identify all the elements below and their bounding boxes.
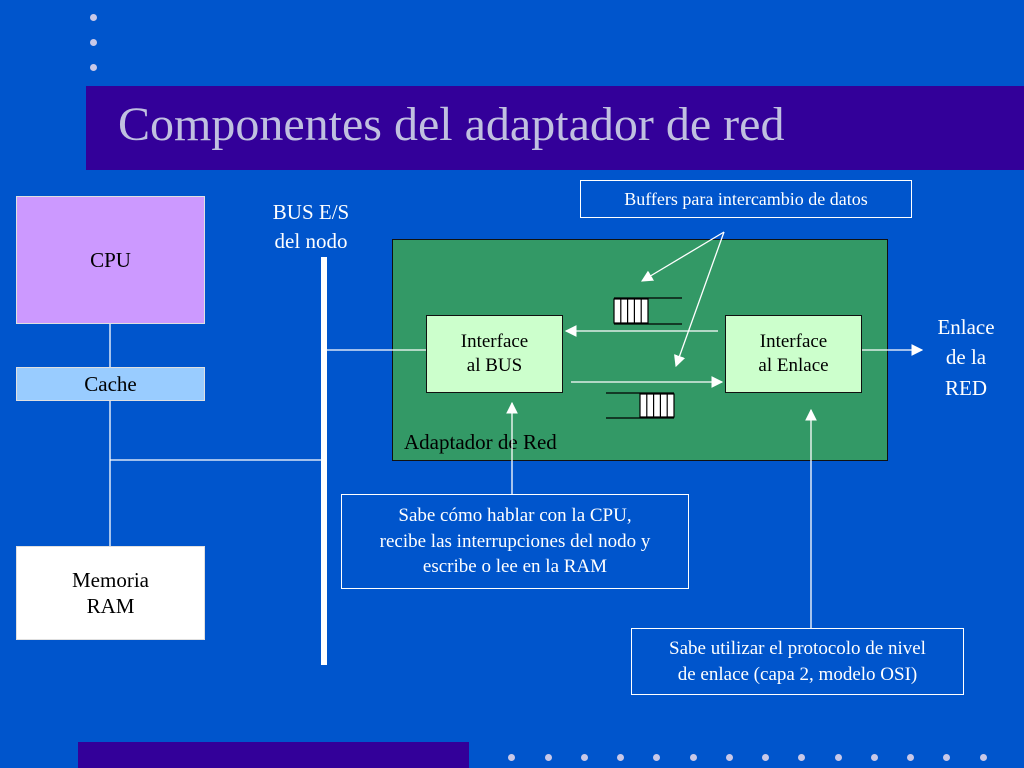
decor-dot [581,754,588,761]
decor-dot [617,754,624,761]
decor-dot [907,754,914,761]
bus-interface-box: Interface al BUS [426,315,563,393]
cache-box: Cache [16,367,205,401]
decor-dot [762,754,769,761]
memory-label-line1: Memoria [72,567,149,592]
protocol-note-line1: Sabe utilizar el protocolo de nivel [669,637,926,659]
bus-interface-line1: Interface [460,331,529,353]
cpu-box: CPU [16,196,205,324]
network-link-line2: de la [945,345,987,370]
decor-dot [980,754,987,761]
bus-interface-line2: al BUS [466,355,523,376]
bus-label-line2: del nodo [274,229,348,254]
decor-dot [943,754,950,761]
cpu-note-line3: escribe o lee en la RAM [422,556,608,578]
cpu-label: CPU [90,247,131,272]
cpu-note-line1: Sabe cómo hablar con la CPU, [398,505,632,527]
decor-dot [798,754,805,761]
buffers-note: Buffers para intercambio de datos [580,180,912,218]
decor-dot [653,754,660,761]
adapter-label: Adaptador de Red [404,430,557,454]
bus-label: BUS E/S del nodo [246,198,376,257]
decor-dot [90,39,97,46]
network-link-line3: RED [945,375,987,400]
protocol-note-line2: de enlace (capa 2, modelo OSI) [677,663,918,685]
memory-label-line2: RAM [86,594,135,618]
slide-title: Componentes del adaptador de red [118,98,785,151]
link-interface-line2: al Enlace [758,355,829,376]
decor-dot [545,754,552,761]
decor-dot [726,754,733,761]
cache-label: Cache [84,371,137,396]
decor-dot [871,754,878,761]
decor-dot [690,754,697,761]
link-interface-line1: Interface [759,331,828,353]
decor-dot [835,754,842,761]
bus-line [321,257,327,665]
title-bar [86,86,1024,170]
decor-dot [508,754,515,761]
decor-dot [90,64,97,71]
protocol-note: Sabe utilizar el protocolo de nivel de e… [631,628,964,695]
cpu-iface-note: Sabe cómo hablar con la CPU, recibe las … [341,494,689,589]
network-link-line1: Enlace [937,315,995,339]
link-interface-box: Interface al Enlace [725,315,862,393]
decor-dot [90,14,97,21]
network-link-label: Enlace de la RED [915,312,1017,403]
memory-box: Memoria RAM [16,546,205,640]
bus-label-line1: BUS E/S [272,200,350,224]
cpu-note-line2: recibe las interrupciones del nodo y [379,530,651,552]
bottom-bar [78,742,469,768]
